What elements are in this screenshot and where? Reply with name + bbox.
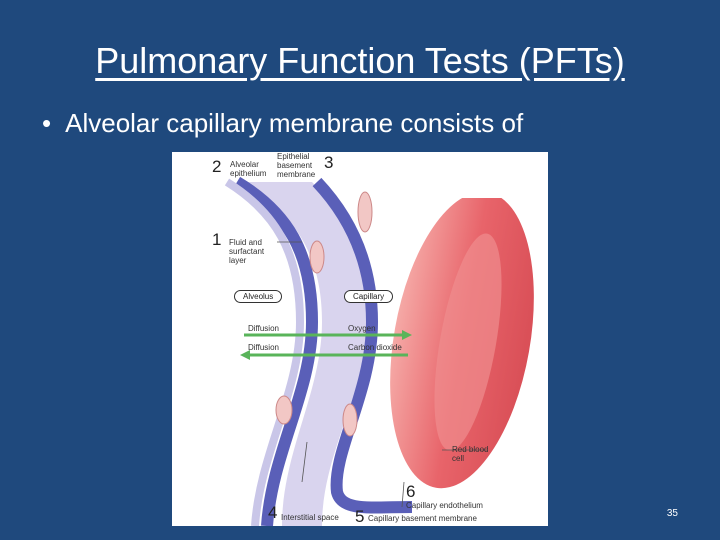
- alveolar-membrane-diagram: 2 Alveolar epithelium Epithelial basemen…: [172, 152, 548, 526]
- label-interstitial-space: Interstitial space: [281, 513, 339, 522]
- interstitial-band: [242, 182, 367, 526]
- label-diffusion-2: Diffusion: [248, 343, 279, 352]
- label-capillary-basement-membrane: Capillary basement membrane: [368, 514, 477, 523]
- label-alveolar-epithelium: Alveolar epithelium: [230, 160, 267, 178]
- label-number-2: 2: [212, 157, 222, 176]
- membrane-cell: [309, 240, 325, 274]
- red-blood-cell-center: [434, 233, 502, 451]
- membrane-cell: [342, 403, 358, 437]
- bullet-text: Alveolar capillary membrane consists of: [65, 108, 524, 138]
- bullet-item: • Alveolar capillary membrane consists of: [42, 108, 523, 139]
- label-number-4: 4: [268, 503, 278, 522]
- alveolus-pill: Alveolus: [234, 290, 283, 303]
- label-number-1: 1: [212, 230, 222, 249]
- label-number-5: 5: [355, 507, 365, 526]
- oxygen-arrowhead: [402, 330, 412, 340]
- alveolar-epithelium-layer: [233, 176, 319, 526]
- capillary-endothelium-layer: [312, 177, 413, 514]
- membrane-cell: [357, 191, 373, 233]
- label-number-6: 6: [406, 482, 416, 501]
- membrane-cell: [275, 395, 293, 425]
- label-epithelial-basement-membrane: Epithelial basement membrane: [277, 152, 316, 179]
- label-red-blood-cell: Red blood cell: [452, 445, 489, 463]
- label-number-3: 3: [324, 153, 334, 172]
- diagram-illustration: [224, 152, 548, 526]
- bullet-dot-icon: •: [42, 108, 52, 138]
- label-oxygen: Oxygen: [348, 324, 376, 333]
- page-number: 35: [666, 508, 678, 519]
- capillary-pill: Capillary: [344, 290, 394, 303]
- slide-title: Pulmonary Function Tests (PFTs): [95, 40, 625, 81]
- label-carbon-dioxide: Carbon dioxide: [348, 343, 402, 352]
- label-capillary-endothelium: Capillary endothelium: [406, 501, 483, 510]
- label-fluid-surfactant-layer: Fluid and surfactant layer: [229, 238, 265, 265]
- label-diffusion-1: Diffusion: [248, 324, 279, 333]
- co2-arrowhead: [240, 350, 250, 360]
- white-overlay: [407, 152, 548, 198]
- fluid-layer: [224, 178, 305, 526]
